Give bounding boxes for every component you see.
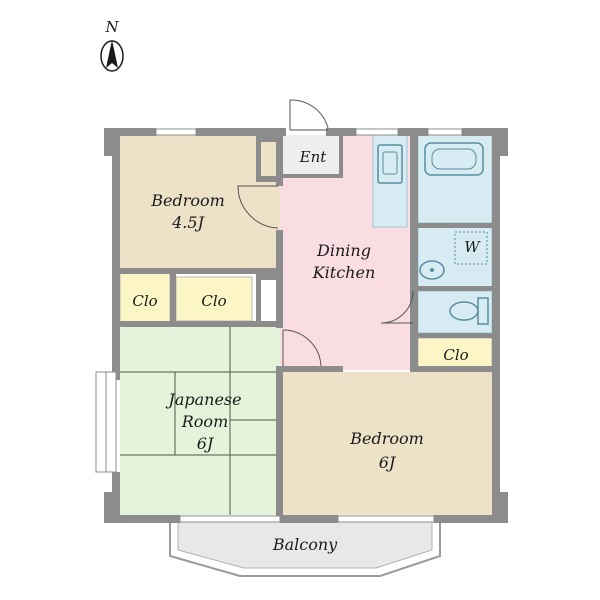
washroom	[417, 226, 493, 288]
washing-machine-space-icon	[454, 231, 488, 265]
walls	[104, 128, 508, 523]
bedroom-large-name: Bedroom	[349, 429, 424, 448]
room-bedroom-large	[283, 372, 493, 515]
north-label: N	[104, 18, 119, 36]
doors	[237, 99, 414, 367]
japanese-room-name-1: Japanese	[165, 390, 241, 409]
japanese-room-size: 6J	[197, 434, 215, 453]
north-arrow-icon	[100, 40, 124, 72]
japanese-room-name-2: Room	[181, 412, 228, 431]
windows	[95, 128, 463, 523]
room-entrance	[283, 135, 343, 177]
kitchen-sink-icon	[377, 144, 403, 184]
bathtub-icon	[424, 142, 484, 176]
bedroom-small-name: Bedroom	[150, 191, 225, 210]
room-bedroom-small	[120, 135, 280, 271]
closet-3	[417, 337, 493, 371]
japanese-room-door	[282, 329, 322, 367]
balcony	[169, 517, 441, 577]
bedroom-small-size: 4.5J	[171, 213, 205, 232]
toilet-icon	[449, 297, 489, 325]
closet-2-label: Clo	[201, 292, 226, 310]
closet-1-label: Clo	[132, 292, 157, 310]
dining-kitchen-name-1: Dining	[316, 241, 371, 260]
room-japanese	[120, 327, 280, 515]
closet-2	[175, 276, 253, 322]
washbasin-icon	[419, 260, 445, 280]
balcony-label: Balcony	[272, 535, 338, 554]
entrance-label: Ent	[299, 148, 328, 166]
compass: N	[100, 18, 124, 72]
dining-kitchen-name-2: Kitchen	[312, 263, 376, 282]
washroom-label: W	[464, 238, 481, 256]
bedroom-large-size: 6J	[379, 453, 397, 472]
closet-3-label: Clo	[443, 346, 468, 364]
tatami-lines	[120, 327, 280, 515]
closet-1	[119, 272, 171, 324]
entrance-door	[289, 99, 329, 130]
bedroom-small-door	[237, 185, 279, 229]
